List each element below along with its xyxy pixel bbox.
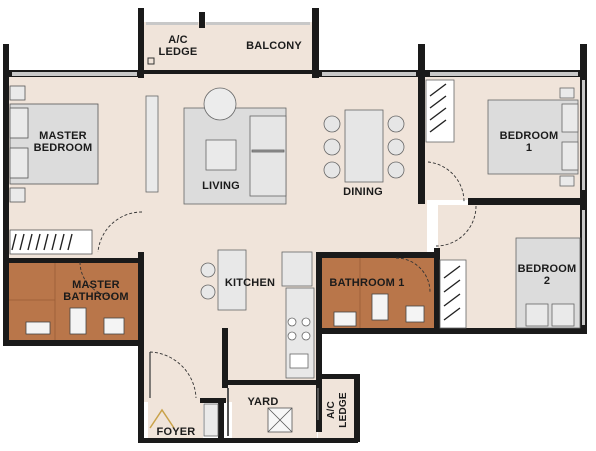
foyer-floor <box>148 402 203 442</box>
ac-ledge-top-label: A/C LEDGE <box>158 34 198 58</box>
yard-label: YARD <box>247 396 279 408</box>
bedroom-2-label: BEDROOM 2 <box>517 263 577 287</box>
ledge-bottom-floor <box>318 378 360 438</box>
dining-label: DINING <box>343 186 383 198</box>
corridor-floor <box>142 340 232 402</box>
kitchen-counters <box>200 249 315 379</box>
kitchen-label: KITCHEN <box>224 277 276 289</box>
foyer-label: FOYER <box>156 426 196 438</box>
balcony-label: BALCONY <box>246 40 302 52</box>
master-bedroom-label: MASTER BEDROOM <box>33 130 93 154</box>
master-bathroom-label: MASTER BATHROOM <box>63 279 129 303</box>
bathroom-1-label: BATHROOM 1 <box>329 277 405 289</box>
bedroom-1-label: BEDROOM 1 <box>499 130 559 154</box>
ledge-marker <box>147 57 155 65</box>
living-label: LIVING <box>202 180 240 192</box>
bathroom-fixtures <box>25 293 425 335</box>
master-bed <box>9 85 99 203</box>
entrance-marker <box>149 408 175 429</box>
bedroom-1-wardrobe <box>429 83 447 133</box>
bedroom-2-wardrobe <box>443 265 461 321</box>
balcony-floor <box>143 22 318 76</box>
living-furniture <box>183 87 287 205</box>
tv-unit <box>145 95 159 193</box>
doors <box>79 161 477 399</box>
windows <box>12 22 585 325</box>
dining-table <box>323 109 405 183</box>
yard-fixtures <box>227 388 319 436</box>
ac-ledge-bottom-label: A/C LEDGE <box>326 392 349 428</box>
master-wardrobe <box>9 229 93 255</box>
shoe-cabinet <box>203 403 219 437</box>
